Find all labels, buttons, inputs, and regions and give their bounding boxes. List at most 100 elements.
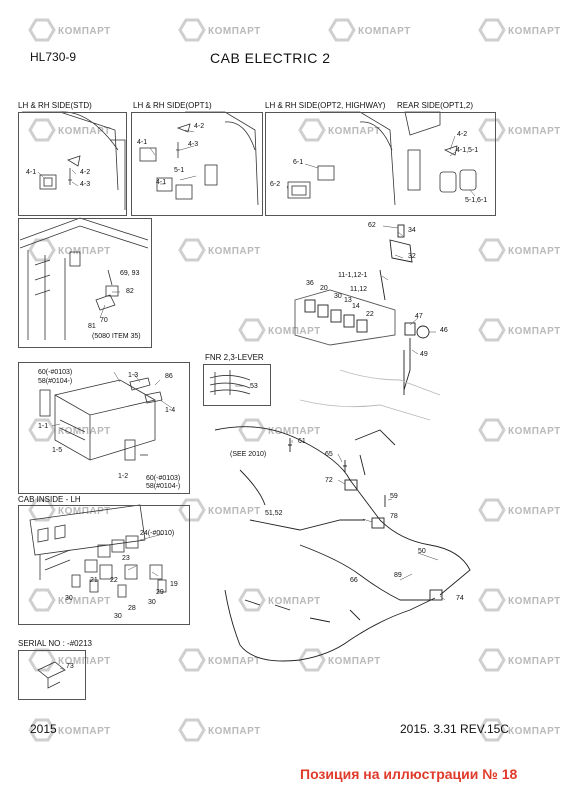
callout-label: 24(-#0010): [140, 530, 174, 537]
watermark-logo: КОМПАРТ: [28, 718, 111, 742]
watermark-logo: КОМПАРТ: [178, 718, 260, 742]
callout-label: 11-1,12-1: [338, 272, 368, 279]
fnr-art: [209, 370, 251, 395]
watermark-text: КОМПАРТ: [268, 596, 321, 607]
watermark-text: КОМПАРТ: [508, 426, 561, 437]
watermark-logo: КОМПАРТ: [178, 18, 261, 42]
callout-label: 28: [128, 605, 136, 612]
callout-label: 23: [122, 555, 130, 562]
callout-label: 1-4: [165, 407, 175, 414]
cab-inside-art: [29, 504, 167, 598]
section-fnr-label: FNR 2,3-LEVER: [205, 353, 264, 362]
watermark-logo: КОМПАРТ: [28, 18, 110, 42]
callout-label: 81: [88, 323, 96, 330]
callout-label: 66: [350, 577, 358, 584]
footer-code: 2015: [30, 722, 57, 736]
callout-label: 34: [408, 227, 416, 234]
callout-label: 30: [65, 595, 73, 602]
watermark-logo: КОМПАРТ: [28, 498, 110, 522]
illustration-position-note: Позиция на иллюстрации № 18: [300, 766, 518, 782]
callout-label: 49: [420, 351, 428, 358]
page-title: CAB ELECTRIC 2: [210, 50, 331, 66]
fnr-box: [203, 364, 271, 406]
watermark-logo: КОМПАРТ: [28, 588, 110, 612]
watermark-text: КОМПАРТ: [208, 506, 261, 517]
callout-label: 51,52: [265, 510, 283, 517]
watermark-layer: КОМПАРТ КОМПАРТ КОМПАРТ КОМПАРТ КОМПАРТ КОМПА…: [28, 18, 561, 742]
watermark-logo: КОМПАРТ: [478, 118, 561, 142]
callout-label: 65: [325, 451, 333, 458]
watermark-text: КОМПАРТ: [328, 126, 381, 137]
watermark-text: КОМПАРТ: [58, 126, 111, 137]
callout-label: 46: [440, 327, 448, 334]
watermark-logo: КОМПАРТ: [178, 238, 261, 262]
callout-label: 13: [344, 297, 352, 304]
watermark-text: КОМПАРТ: [508, 596, 561, 607]
callout-label: 30: [148, 599, 156, 606]
watermark-text: КОМПАРТ: [358, 26, 411, 37]
callout-label: 62: [368, 222, 376, 229]
watermark-text: КОМПАРТ: [58, 246, 111, 257]
watermark-logo: КОМПАРТ: [28, 238, 111, 262]
callout-label: (5080 ITEM 35): [92, 333, 141, 340]
watermark-text: КОМПАРТ: [508, 726, 561, 737]
callout-label: 4-2: [457, 131, 467, 138]
watermark-text: КОМПАРТ: [508, 246, 561, 257]
section-cab-inside-label: CAB INSIDE - LH: [18, 495, 81, 504]
watermark-logo: КОМПАРТ: [238, 318, 320, 342]
watermark-text: КОМПАРТ: [508, 506, 561, 517]
callout-label: 4-3: [188, 141, 198, 148]
watermark-text: КОМПАРТ: [328, 656, 381, 667]
callout-label: 6-2: [270, 181, 280, 188]
watermark-text: КОМПАРТ: [508, 26, 561, 37]
model-code: HL730-9: [30, 50, 77, 64]
watermark-logo: КОМПАРТ: [478, 318, 560, 342]
revision-date: 2015. 3.31 REV.15C: [400, 722, 509, 736]
callout-label: 22: [366, 311, 374, 318]
callout-label: 32: [408, 253, 416, 260]
watermark-logo: КОМПАРТ: [178, 498, 261, 522]
callout-label: 60(-#0103): [146, 475, 180, 482]
watermark-text: КОМПАРТ: [208, 246, 261, 257]
std-box: [18, 112, 127, 216]
watermark-logo: КОМПАРТ: [298, 648, 381, 672]
callout-label: 21: [90, 577, 98, 584]
watermark-logo: КОМПАРТ: [478, 418, 561, 442]
callout-label: 61: [298, 438, 306, 445]
roof-box: [18, 218, 152, 348]
callout-label: 4-2: [194, 123, 204, 130]
callout-label: (SEE 2010): [230, 451, 266, 458]
callout-label: 19: [170, 581, 178, 588]
watermark-logo: КОМПАРТ: [238, 418, 320, 442]
callout-label: 53: [250, 383, 258, 390]
serial-box: [18, 650, 86, 700]
watermark-logo: КОМПАРТ: [178, 648, 261, 672]
callout-label: 22: [110, 577, 118, 584]
watermark-logo: КОМПАРТ: [478, 588, 561, 612]
callout-label: 11,12: [350, 286, 367, 293]
callout-label: 72: [325, 477, 333, 484]
radio-art: [39, 377, 163, 461]
callout-label: 29: [156, 589, 164, 596]
watermark-text: КОМПАРТ: [208, 26, 261, 37]
watermark-logo: КОМПАРТ: [478, 648, 561, 672]
watermark-logo: КОМПАРТ: [328, 18, 411, 42]
watermark-logo: КОМПАРТ: [298, 118, 381, 142]
callout-label: 4-3: [80, 181, 90, 188]
watermark-logo: КОМПАРТ: [478, 238, 561, 262]
callout-label: 5-1: [174, 167, 184, 174]
watermark-text: КОМПАРТ: [508, 126, 561, 137]
watermark-text: КОМПАРТ: [58, 726, 111, 737]
harness-art: [214, 224, 471, 662]
watermark-text: КОМПАРТ: [508, 656, 561, 667]
callout-label: 1-1: [38, 423, 48, 430]
watermark-text: КОМПАРТ: [208, 656, 261, 667]
callout-label: 4-1: [26, 169, 36, 176]
section-rear-label: REAR SIDE(OPT1,2): [397, 101, 474, 110]
section-opt2-label: LH & RH SIDE(OPT2, HIGHWAY): [265, 101, 386, 110]
callout-label: 6-1: [293, 159, 303, 166]
callout-label: 86: [165, 373, 173, 380]
callout-label: 58(#0104-): [146, 483, 180, 490]
callout-label: 20: [320, 285, 328, 292]
